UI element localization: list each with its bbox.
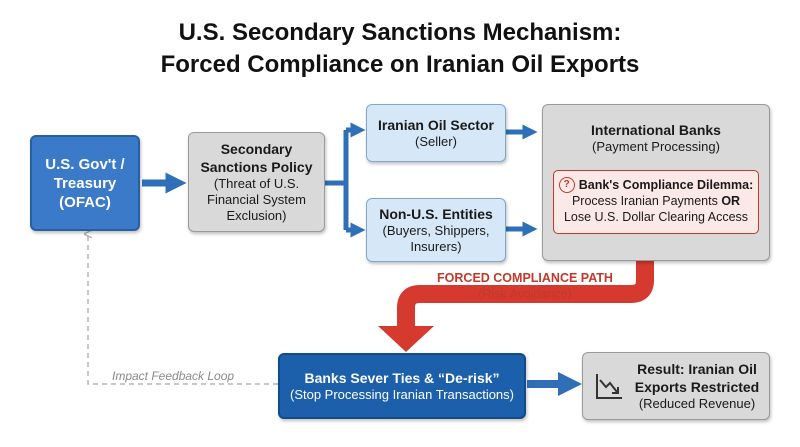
node-us-government: U.S. Gov't / Treasury (OFAC) [30,135,140,231]
result-title2: Exports Restricted [634,379,760,395]
non-us-sub2: Insurers) [410,239,462,254]
compliance-dilemma-box: ? Bank's Compliance Dilemma: Process Ira… [553,170,759,234]
sever-sub: (Stop Processing Iranian Transactions) [290,387,514,402]
diagram-title-line1: U.S. Secondary Sanctions Mechanism: [178,19,622,46]
us-gov-line2: Treasury [53,174,117,192]
banks-title: International Banks [591,122,721,138]
node-non-us-entities: Non-U.S. Entities (Buyers, Shippers, Ins… [366,198,506,262]
downtrend-chart-icon [595,374,622,399]
policy-line3: (Threat of U.S. [213,176,300,191]
arrow-policy-branch [325,130,349,230]
policy-line4: Financial System [207,192,306,207]
sever-title: Banks Sever Ties & “De-risk” [304,370,500,386]
policy-line5: Exclusion) [226,208,287,223]
question-circle-icon: ? [558,177,575,193]
feedback-loop-label: Impact Feedback Loop [112,369,235,383]
dilemma-or: OR [721,194,741,208]
diagram-title-line2: Forced Compliance on Iranian Oil Exports [160,51,640,78]
node-result: Result: Iranian Oil Exports Restricted (… [582,352,770,420]
result-sub: (Reduced Revenue) [638,396,756,411]
non-us-sub1: (Buyers, Shippers, [382,223,490,238]
node-sanctions-policy: Secondary Sanctions Policy (Threat of U.… [188,132,325,232]
dilemma-line2: Process Iranian Payments OR [554,193,758,209]
dilemma-title: Bank's Compliance Dilemma: [578,178,754,192]
oil-sector-title: Iranian Oil Sector [378,117,494,133]
dilemma-line2-text: Process Iranian Payments [571,194,722,208]
policy-line1: Secondary [220,141,293,157]
result-title1: Result: Iranian Oil [637,361,757,377]
us-gov-line3: (OFAC) [59,193,111,211]
forced-compliance-label: FORCED COMPLIANCE PATH (Risk Avoidance) [405,270,645,302]
feedback-loop-arrow [88,234,278,385]
forced-compliance-main: FORCED COMPLIANCE PATH [437,271,613,285]
oil-sector-sub: (Seller) [415,134,457,149]
us-gov-line1: U.S. Gov't / [45,155,125,173]
dilemma-line3: Lose U.S. Dollar Clearing Access [563,210,749,224]
banks-sub: (Payment Processing) [592,139,720,154]
forced-compliance-sub: (Risk Avoidance) [478,287,572,301]
forced-compliance-arrowhead [378,326,434,352]
non-us-title: Non-U.S. Entities [379,206,493,222]
node-iranian-oil-sector: Iranian Oil Sector (Seller) [366,104,506,162]
node-banks-sever-ties: Banks Sever Ties & “De-risk” (Stop Proce… [278,353,526,419]
forced-compliance-arrow [397,250,654,330]
policy-line2: Sanctions Policy [200,159,313,175]
